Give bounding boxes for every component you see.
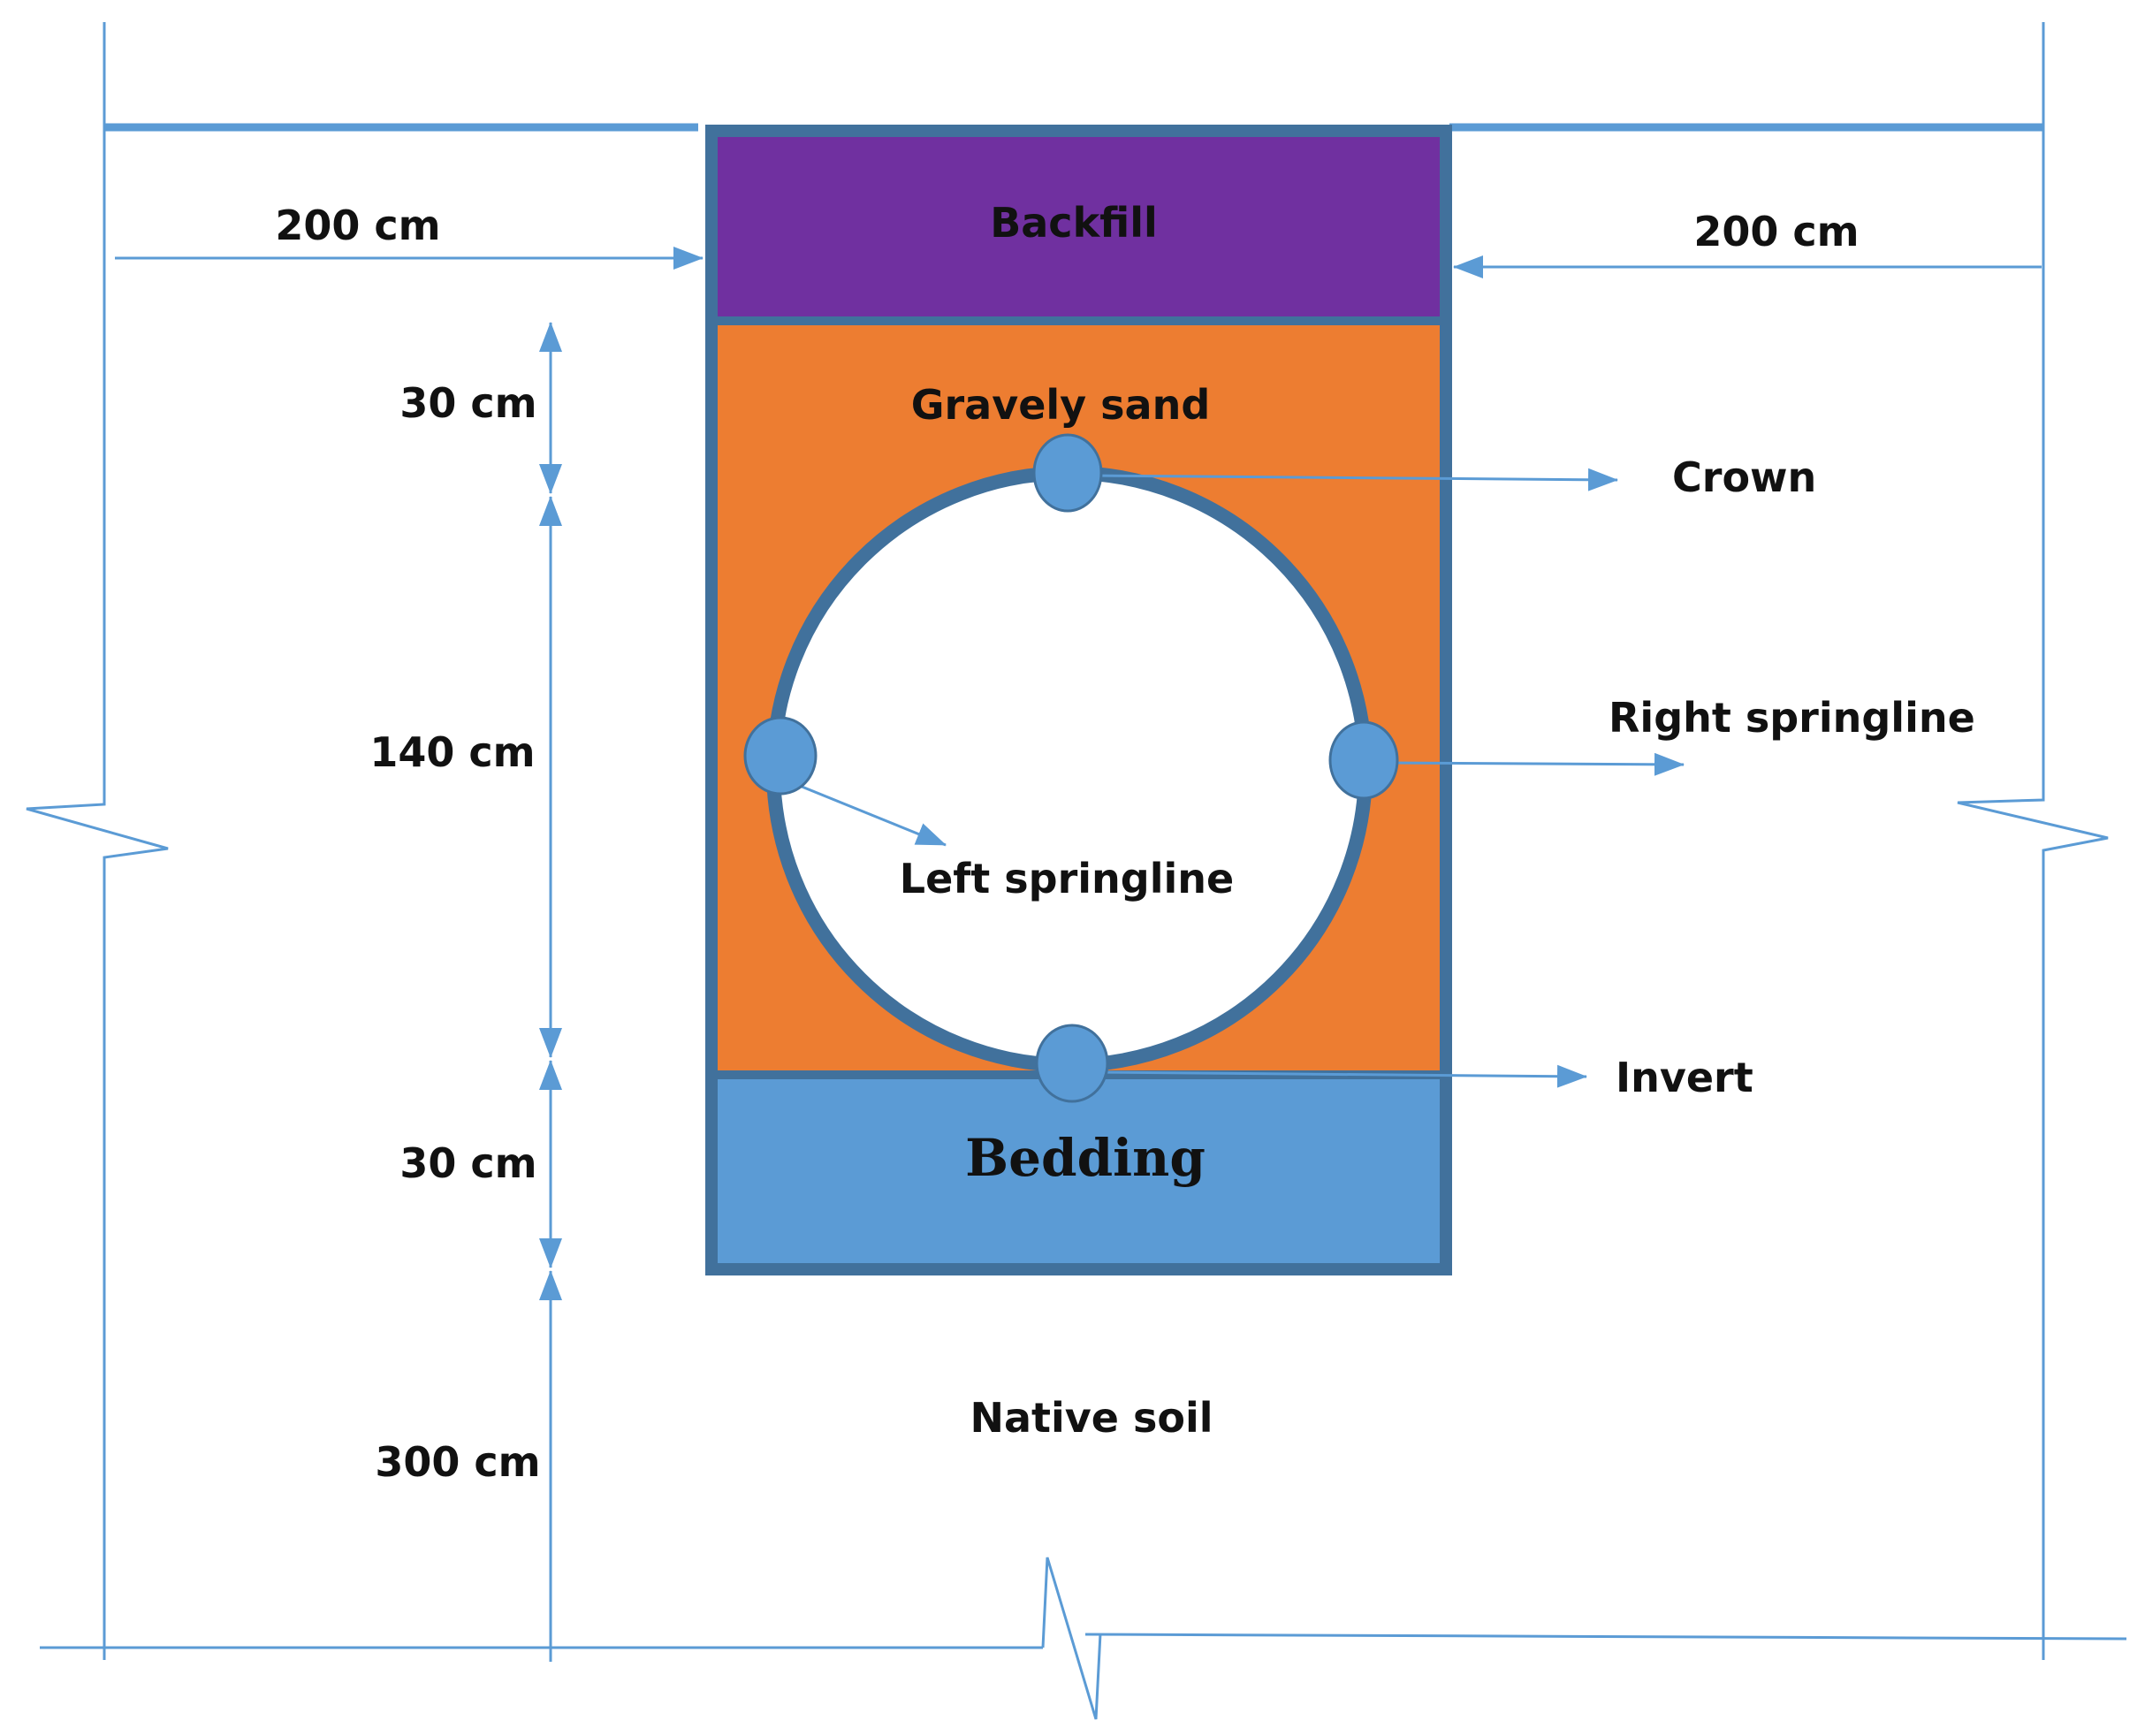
backfill-label: Backfill xyxy=(990,199,1158,247)
left-springline-label: Left springline xyxy=(900,855,1234,902)
bottom-boundary-line-right xyxy=(1084,1633,2127,1641)
crown-label: Crown xyxy=(1672,453,1816,501)
width-dimensions: 200 cm 200 cm xyxy=(115,202,2042,278)
right-springline-marker xyxy=(1328,720,1399,800)
right-boundary-line xyxy=(1957,22,2109,1660)
crown-arrow xyxy=(1086,468,1618,491)
cover-depth-label: 30 cm xyxy=(399,379,536,427)
native-depth-label: 300 cm xyxy=(375,1438,540,1486)
domain-boundary xyxy=(26,22,2127,1720)
right-springline-label: Right springline xyxy=(1609,694,1975,742)
right-springline-arrow xyxy=(1387,752,1685,776)
left-springline-arrow xyxy=(790,780,947,847)
bedding-depth-label: 30 cm xyxy=(399,1139,536,1187)
backfill-layer xyxy=(711,131,1446,316)
left-springline-marker xyxy=(743,716,818,796)
invert-arrow xyxy=(1095,1064,1587,1088)
invert-label: Invert xyxy=(1616,1054,1753,1101)
invert-marker xyxy=(1035,1024,1109,1103)
trench-outline xyxy=(705,125,1452,1275)
pipe xyxy=(766,466,1373,1072)
native-soil-label: Native soil xyxy=(970,1394,1213,1442)
left-width-label: 200 cm xyxy=(275,202,440,249)
point-markers xyxy=(743,433,1399,1103)
bottom-break-symbol xyxy=(1041,1557,1102,1720)
gravely-sand-label: Gravely sand xyxy=(911,381,1211,429)
crown-marker xyxy=(1032,433,1103,513)
bedding-label: Bedding xyxy=(965,1128,1206,1188)
left-boundary-line xyxy=(26,22,169,1660)
right-width-label: 200 cm xyxy=(1693,208,1859,255)
bedding-layer xyxy=(711,1079,1446,1269)
pipe-diameter-label: 140 cm xyxy=(369,728,535,776)
point-callouts xyxy=(790,468,1685,1088)
